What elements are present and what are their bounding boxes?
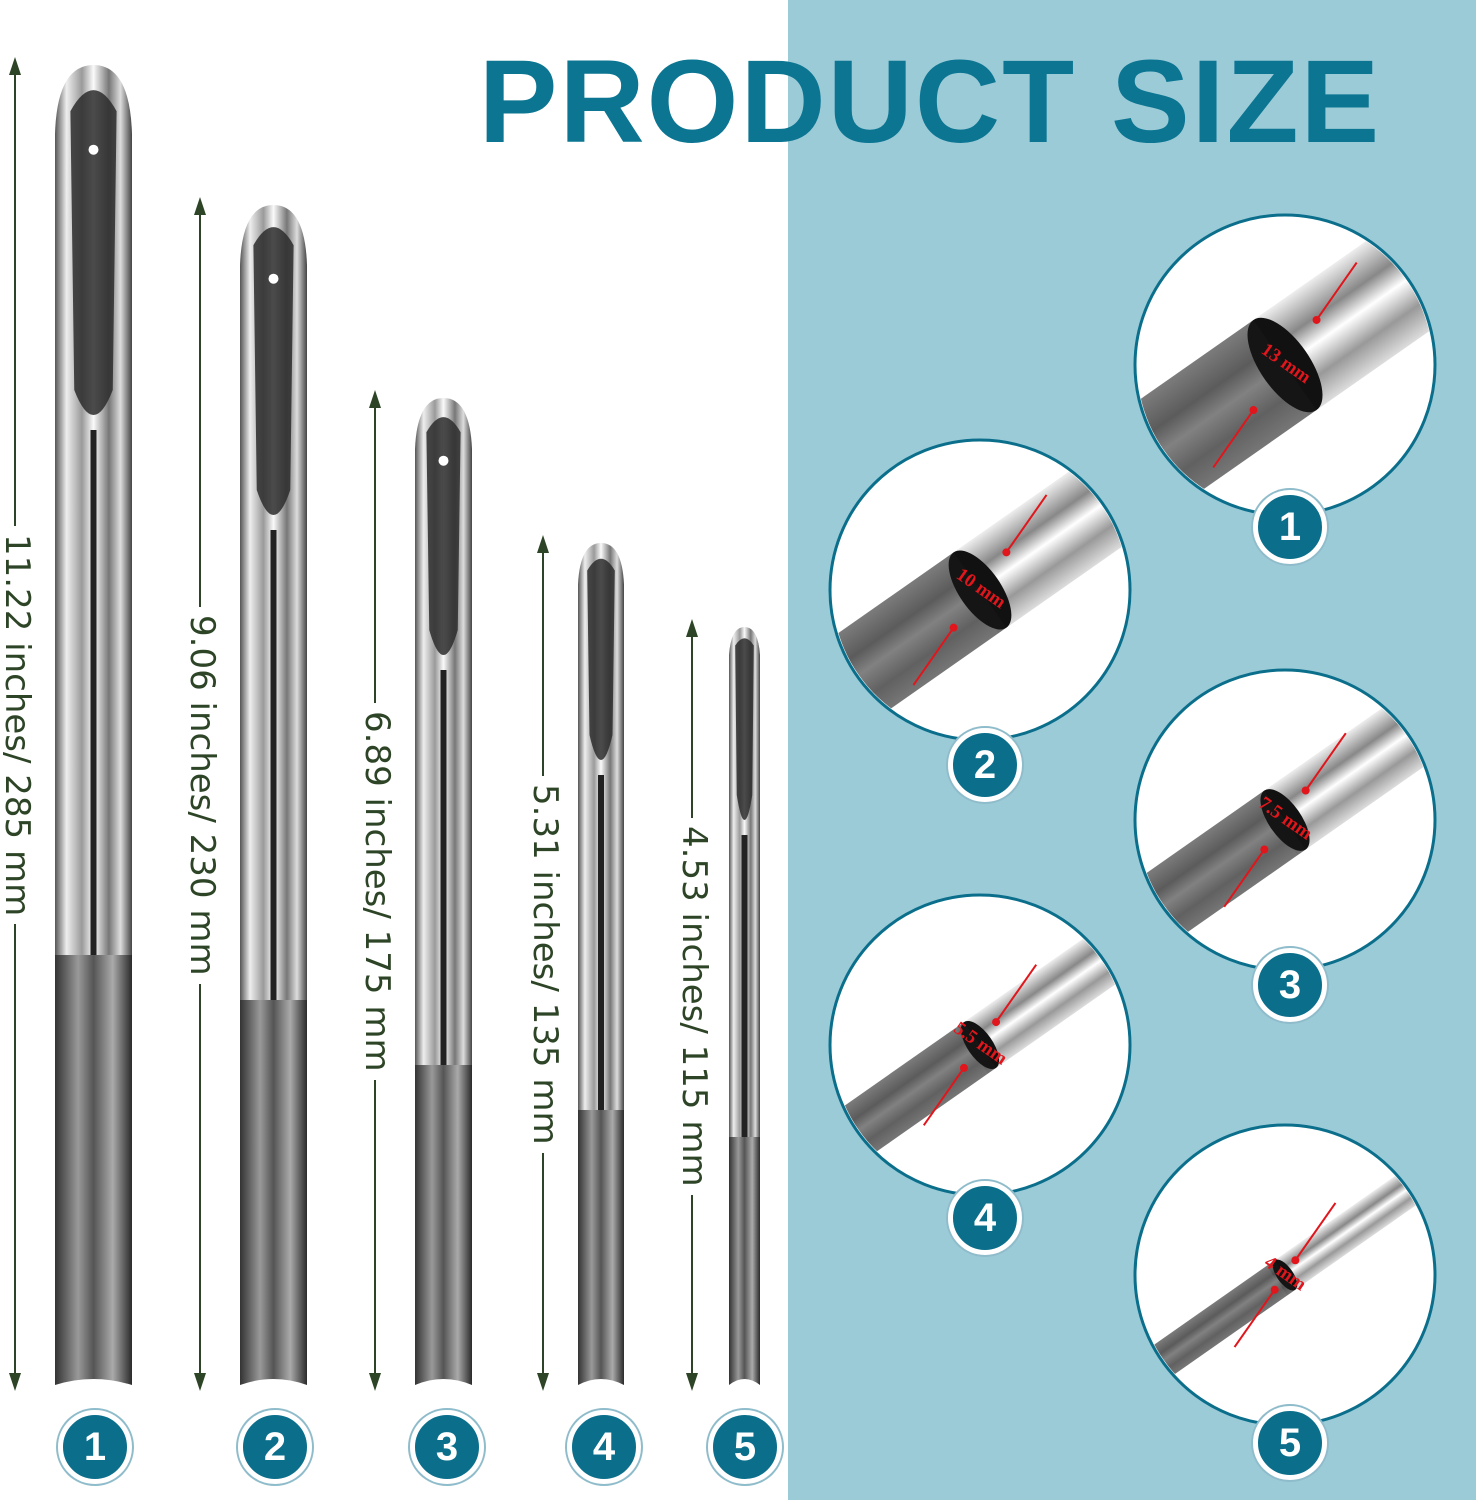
diameter-arrows: [1233, 1202, 1337, 1348]
tool-number-badge: 2: [238, 1410, 312, 1484]
tool-number-badge: 3: [410, 1410, 484, 1484]
diameter-detail-circle-2: [773, 438, 1163, 754]
detail-number-badge: 1: [1253, 490, 1327, 564]
tool-5: [729, 627, 760, 1385]
detail-number-badge: 2: [948, 728, 1022, 802]
detail-number-badge: 5: [1253, 1406, 1327, 1480]
detail-number-badge: 4: [948, 1181, 1022, 1255]
length-label: 6.89 inches/ 175 mm: [357, 703, 397, 1080]
tool-number-badge: 5: [708, 1410, 782, 1484]
diameter-arrows: [912, 494, 1048, 686]
diameter-arrows: [922, 964, 1038, 1126]
tool-2: [240, 205, 307, 1385]
tool-1: [55, 65, 132, 1385]
length-label: 4.53 inches/ 115 mm: [674, 817, 714, 1195]
page-title: PRODUCT SIZE: [478, 36, 1382, 168]
length-label: 5.31 inches/ 135 mm: [525, 775, 565, 1153]
diameter-arrows: [1212, 262, 1358, 468]
tool-number-badge: 4: [567, 1410, 641, 1484]
tool-number-badge: 1: [58, 1410, 132, 1484]
tool-3: [415, 398, 472, 1385]
length-label: 11.22 inches/ 285 mm: [0, 526, 37, 925]
tool-4: [578, 543, 624, 1385]
diameter-detail-circle-1: [1078, 210, 1473, 537]
diameter-arrows: [1223, 732, 1347, 908]
detail-number-badge: 3: [1253, 948, 1327, 1022]
length-label: 9.06 inches/ 230 mm: [182, 606, 222, 984]
